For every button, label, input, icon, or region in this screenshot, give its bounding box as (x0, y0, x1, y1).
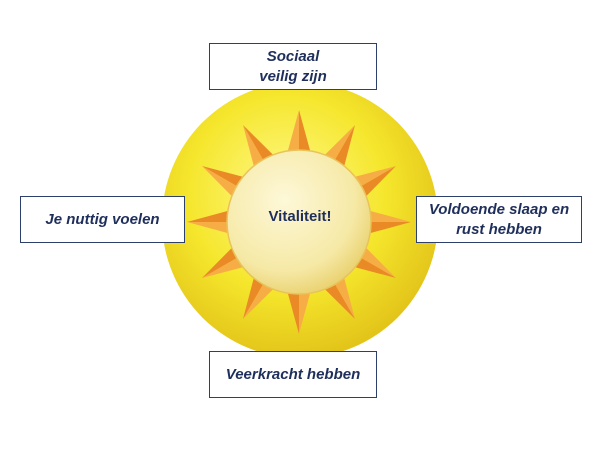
center-label: Vitaliteit! (268, 208, 332, 225)
sun-face (226, 149, 372, 295)
label-box-slaap: Voldoende slaap en rust hebben (416, 196, 582, 243)
sun-ray-shade (286, 286, 299, 334)
label-box-nuttig: Je nuttig voelen (20, 196, 185, 243)
label-box-veerkracht: Veerkracht hebben (209, 351, 377, 398)
label-box-sociaal: Sociaal veilig zijn (209, 43, 377, 90)
sun-ray (286, 110, 299, 158)
sun-ray-shade (363, 222, 411, 235)
sun-ray (299, 286, 312, 334)
sun-ray (363, 209, 411, 222)
sun-ray-shade (187, 209, 235, 222)
sun-ray (187, 222, 235, 235)
sun-ray-shade (299, 110, 312, 158)
